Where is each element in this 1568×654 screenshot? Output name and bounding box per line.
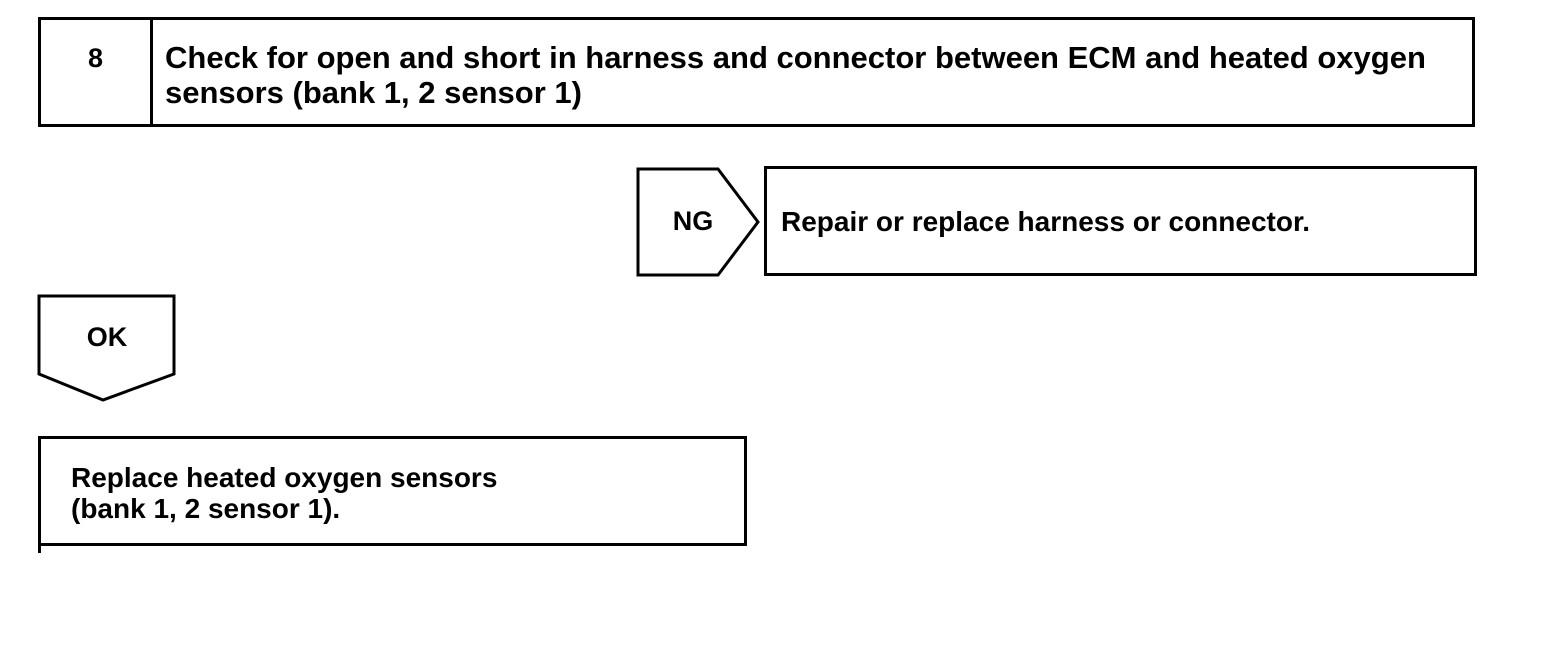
ng-arrow-tag	[636, 167, 760, 277]
ng-action-text: Repair or replace harness or connector.	[781, 206, 1311, 237]
ok-arrow-tag	[37, 294, 176, 402]
ok-action-box: Replace heated oxygen sensors (bank 1, 2…	[38, 436, 747, 546]
step-number: 8	[41, 20, 153, 124]
ng-action-box: Repair or replace harness or connector.	[764, 166, 1477, 276]
step-title: Check for open and short in harness and …	[165, 40, 1426, 110]
box-corner-stub	[38, 543, 41, 553]
ok-action-text: Replace heated oxygen sensors (bank 1, 2…	[71, 462, 498, 524]
ok-label: OK	[86, 322, 128, 352]
step-box: 8 Check for open and short in harness an…	[38, 17, 1475, 127]
ng-label: NG	[672, 206, 714, 236]
